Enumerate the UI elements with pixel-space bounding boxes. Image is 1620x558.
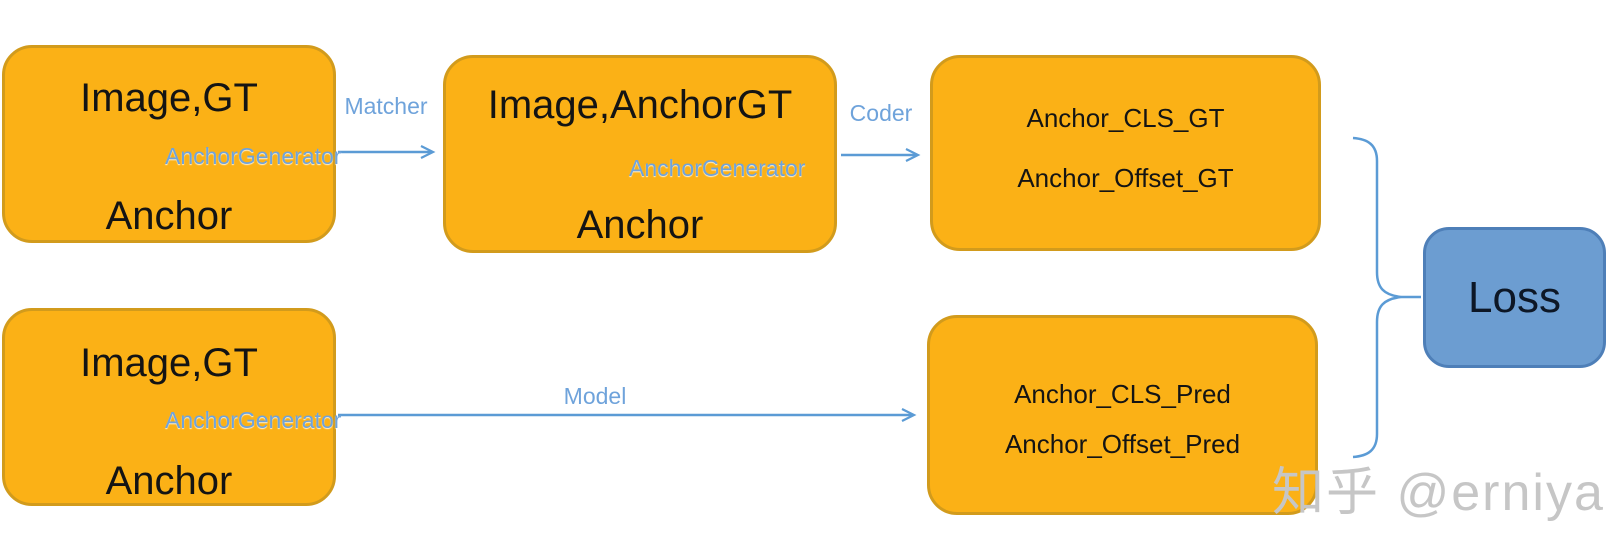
edge-label-coder: Coder xyxy=(849,100,913,126)
watermark: 知乎 @erniya xyxy=(1272,464,1605,522)
node-line-anchor-offset-gt: Anchor_Offset_GT xyxy=(1017,163,1234,193)
node-line-anchor-cls-pred: Anchor_CLS_Pred xyxy=(1014,379,1231,409)
node-anchor-gt-outputs: Anchor_CLS_GT Anchor_Offset_GT xyxy=(930,55,1321,251)
node-image-gt-top: Image,GT AnchorGenerator Anchor xyxy=(2,45,341,243)
node-output: Anchor xyxy=(105,459,233,503)
edge-label-model: Model xyxy=(563,383,627,409)
node-line-anchor-offset-pred: Anchor_Offset_Pred xyxy=(1004,429,1241,459)
edge-label-matcher: Matcher xyxy=(344,93,428,119)
loss-label: Loss xyxy=(1468,272,1561,322)
node-image-anchorgt: Image,AnchorGT AnchorGenerator Anchor xyxy=(443,55,837,253)
node-line-anchor-cls-gt: Anchor_CLS_GT xyxy=(1026,103,1225,133)
loss-brace-icon xyxy=(1352,136,1402,459)
node-output: Anchor xyxy=(576,203,704,247)
anchor-generator-label: AnchorGenerator xyxy=(165,407,342,433)
node-title: Image,AnchorGT xyxy=(487,83,793,127)
node-title: Image,GT xyxy=(80,76,258,120)
node-pred-outputs: Anchor_CLS_Pred Anchor_Offset_Pred xyxy=(927,315,1318,515)
node-title: Image,GT xyxy=(80,341,258,385)
node-loss: Loss xyxy=(1423,227,1606,368)
node-output: Anchor xyxy=(105,194,233,238)
anchor-generator-label: AnchorGenerator xyxy=(629,155,806,181)
node-image-gt-bottom: Image,GT AnchorGenerator Anchor xyxy=(2,308,341,506)
anchor-generator-label: AnchorGenerator xyxy=(165,143,342,169)
